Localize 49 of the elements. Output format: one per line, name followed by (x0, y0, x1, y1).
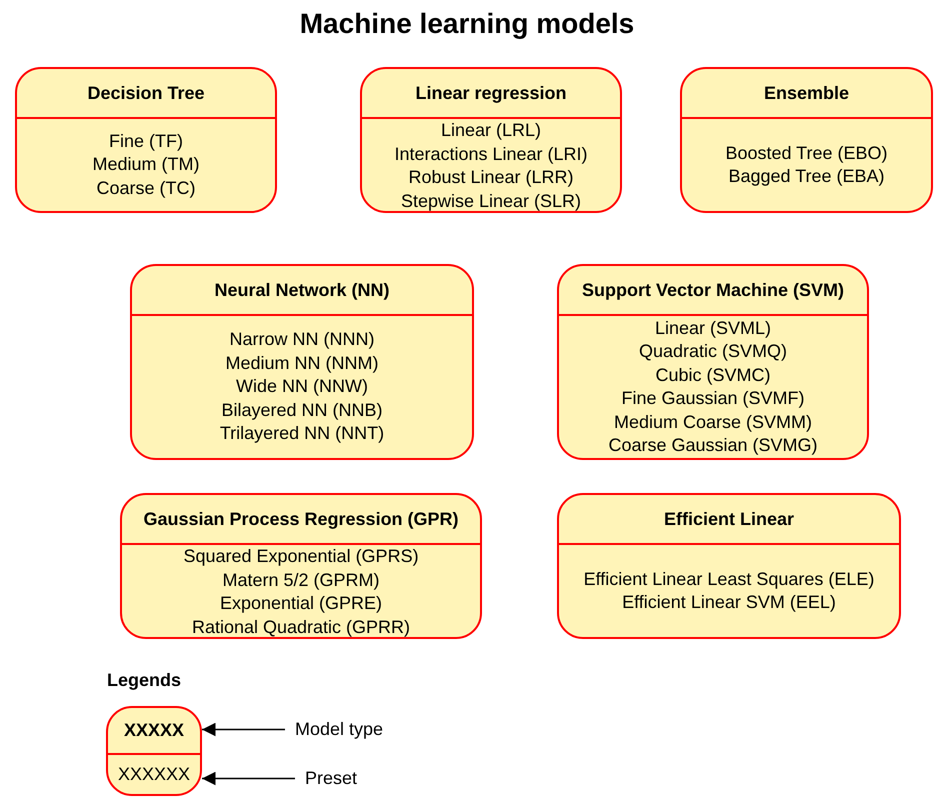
legend-sample-box (106, 706, 202, 796)
box-heading: Efficient Linear (559, 495, 899, 545)
legend-heading: Legends (107, 670, 182, 691)
preset-item: Bagged Tree (EBA) (728, 165, 885, 188)
preset-item: Fine Gaussian (SVMF) (621, 387, 805, 410)
model-type-box (130, 264, 474, 460)
preset-item: Squared Exponential (GPRS) (183, 545, 419, 568)
preset-item: Boosted Tree (EBO) (725, 142, 888, 165)
preset-item: Quadratic (SVMQ) (638, 340, 788, 363)
box-heading: Linear regression (362, 69, 620, 119)
box-heading: Neural Network (NN) (132, 266, 472, 316)
preset-item: Interactions Linear (LRI) (394, 142, 588, 166)
preset-item: Rational Quadratic (GPRR) (192, 616, 410, 637)
preset-item: Medium Coarse (SVMM) (614, 410, 812, 434)
model-type-box (360, 67, 622, 213)
box-heading: Gaussian Process Regression (GPR) (122, 495, 480, 545)
model-type-box (15, 67, 277, 213)
arrow (202, 722, 285, 736)
preset-item: Coarse (TC) (96, 176, 196, 200)
preset-item: Fine (TF) (109, 130, 183, 153)
preset-item: Exponential (GPRE) (220, 592, 382, 615)
legend-label: Preset (305, 768, 358, 789)
preset-item: Narrow NN (NNN) (230, 328, 374, 352)
preset-item: Stepwise Linear (SLR) (400, 190, 582, 211)
model-type-box (557, 264, 869, 460)
box-heading: Decision Tree (17, 69, 275, 119)
box-heading: XXXXX (108, 708, 200, 755)
box-heading: Ensemble (682, 69, 931, 119)
box-heading: Support Vector Machine (SVM) (559, 266, 867, 316)
preset-item: Efficient Linear SVM (EEL) (622, 591, 836, 614)
arrow (202, 772, 295, 786)
model-type-box (680, 67, 933, 213)
preset-item: Robust Linear (LRR) (408, 166, 574, 189)
preset-item: Cubic (SVMC) (655, 364, 770, 387)
preset-item: Matern 5/2 (GPRM) (222, 568, 380, 592)
model-type-box (557, 493, 901, 639)
preset-item: Wide NN (NNW) (236, 375, 368, 398)
preset-item: Coarse Gaussian (SVMG) (608, 434, 818, 457)
preset-item: Medium NN (NNM) (226, 352, 378, 375)
title: Machine learning models (298, 8, 636, 40)
preset-item: Trilayered NN (NNT) (220, 422, 384, 446)
legend-label: Model type (295, 719, 384, 740)
preset-item: Linear (SVML) (654, 316, 772, 340)
preset-item: Efficient Linear Least Squares (ELE) (584, 568, 874, 591)
legend-sample-text: XXXXXX (118, 762, 190, 786)
preset-item: Bilayered NN (NNB) (221, 398, 383, 422)
model-type-box (120, 493, 482, 639)
preset-item: Medium (TM) (92, 153, 200, 176)
preset-item: Linear (LRL) (440, 119, 542, 142)
